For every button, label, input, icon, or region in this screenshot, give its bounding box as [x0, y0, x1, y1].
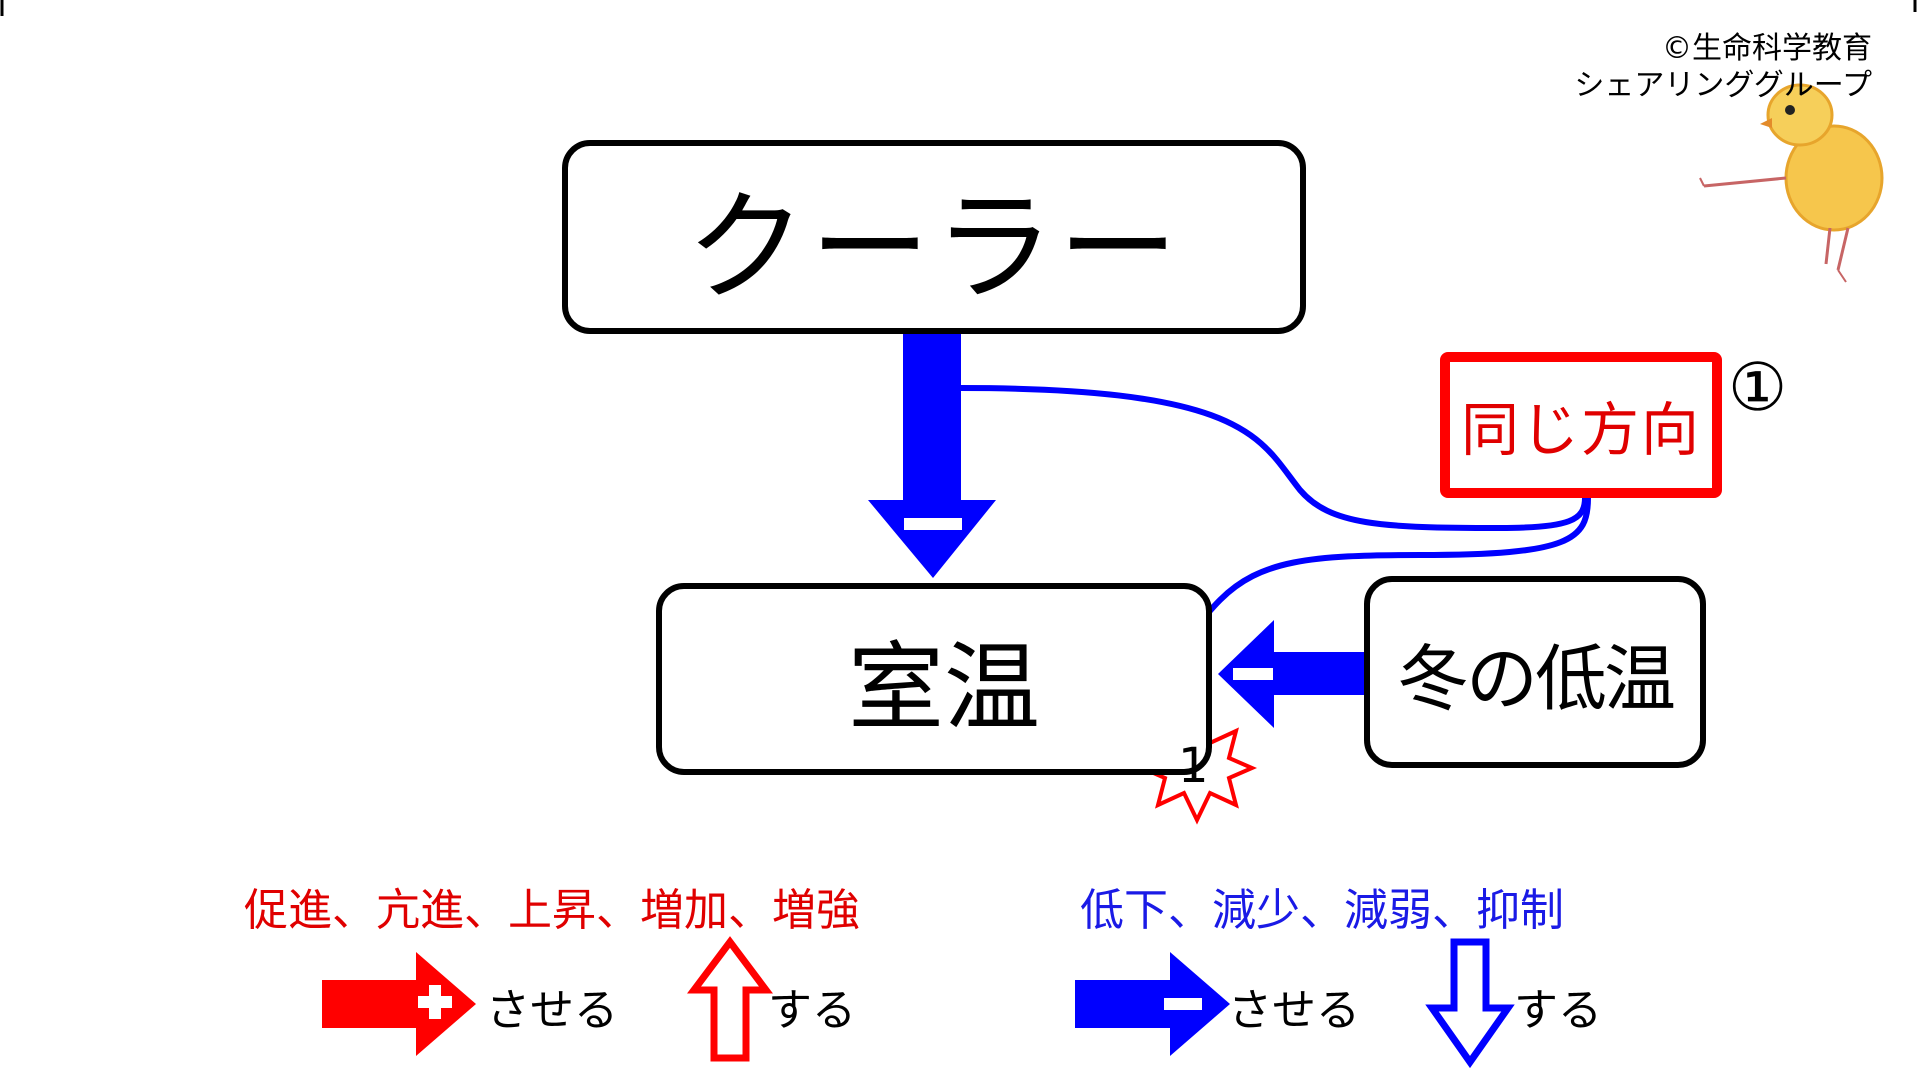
cooler-box: クーラー: [562, 140, 1306, 334]
same-direction-label: 同じ方向: [1460, 396, 1701, 464]
connector-curve-upper: [960, 385, 1588, 532]
legend-blue-down-suffix: する: [1514, 985, 1602, 1036]
legend-blue-down-outline-arrow-icon: [1425, 938, 1515, 1069]
legend-suppress-words: 低下、減少、減弱、抑制: [1080, 885, 1564, 936]
star-badge-label: 1: [1178, 738, 1209, 794]
legend-red-up-outline-arrow-icon: [687, 936, 773, 1062]
winter-low-temp-box: 冬の低温: [1364, 576, 1706, 768]
legend-promote-words: 促進、亢進、上昇、増加、増強: [244, 885, 860, 936]
copyright-line-1: ©生命科学教育: [1662, 31, 1872, 66]
legend-red-up-suffix: する: [768, 985, 856, 1036]
room-temp-box: 室温: [656, 583, 1212, 775]
legend-red-plus-arrow-icon: [322, 952, 476, 1056]
legend-blue-minus-arrow-icon: [1075, 952, 1230, 1056]
copyright-notice: ©生命科学教育 シェアリンググループ: [1574, 30, 1872, 104]
winter-to-room-minus-arrow: [1218, 620, 1364, 728]
minus-sign-icon: [1233, 668, 1273, 680]
winter-low-temp-label: 冬の低温: [1396, 636, 1676, 721]
legend-red-arrow-suffix: させる: [486, 985, 618, 1036]
minus-sign-icon: [904, 518, 962, 530]
legend-blue-arrow-suffix: させる: [1228, 985, 1360, 1036]
circled-number-label: ①: [1728, 349, 1788, 426]
cooler-label: クーラー: [686, 179, 1182, 318]
copyright-line-2: シェアリンググループ: [1574, 68, 1872, 103]
room-temp-label: 室温: [848, 631, 1040, 744]
chick-drawing-icon: [1699, 83, 1884, 283]
same-direction-box: 同じ方向: [1440, 352, 1722, 498]
cooler-to-room-minus-arrow: [868, 334, 996, 578]
